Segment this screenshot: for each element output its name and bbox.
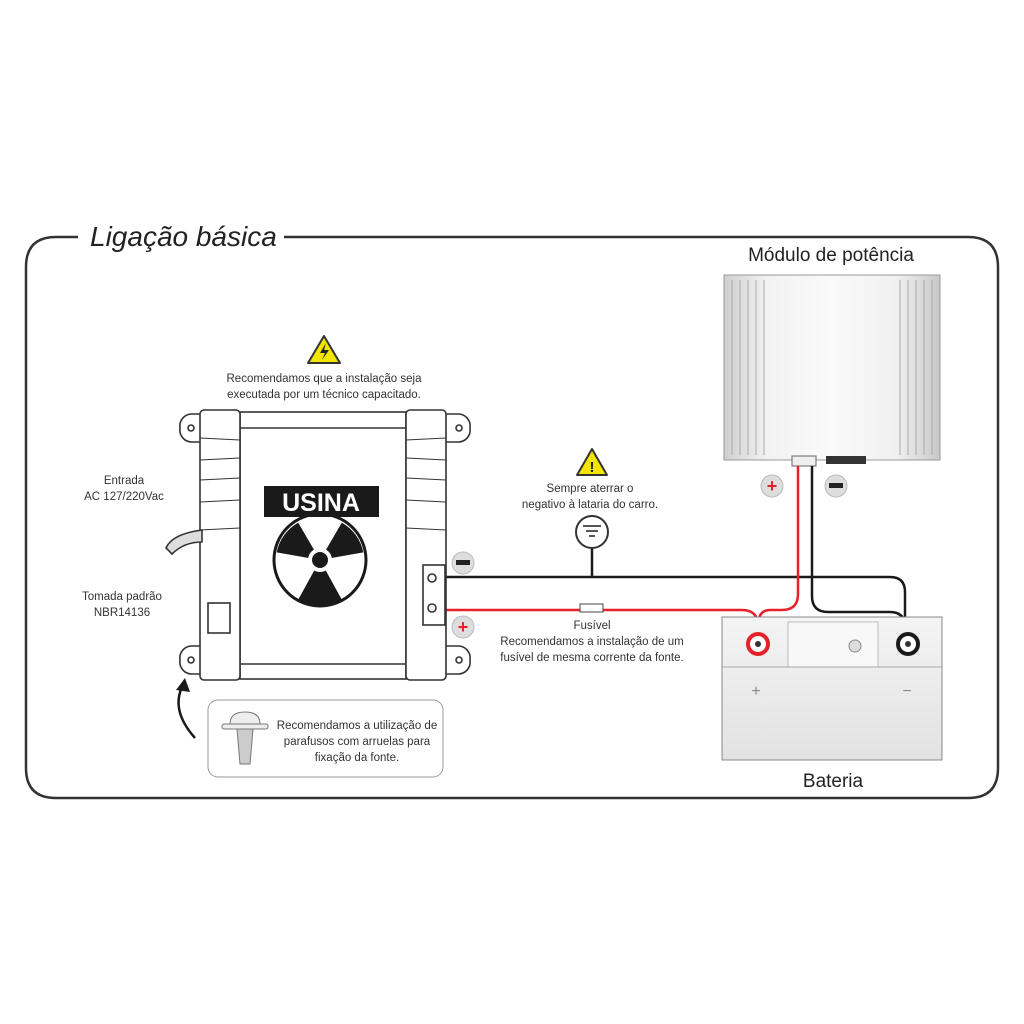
warning-icon: ! (576, 448, 608, 476)
plug-label: NBR14136 (94, 607, 150, 619)
screw-note-line: fixação da fonte. (315, 752, 399, 764)
amp-positive-badge: + (760, 474, 784, 498)
battery-minus-mark: − (902, 683, 911, 700)
battery (721, 616, 943, 761)
power-supply (165, 409, 471, 681)
amplifier-label: Módulo de potência (748, 245, 914, 266)
amp-negative-badge (824, 474, 848, 498)
screw-note-line: Recomendamos a utilização de (277, 720, 437, 732)
amp-negative-wire (810, 466, 907, 640)
svg-text:+: + (767, 476, 778, 496)
svg-text:+: + (458, 617, 469, 637)
install-warning-line: executada por um técnico capacitado. (227, 389, 421, 401)
screw-icon (221, 711, 269, 765)
input-label: Entrada (104, 475, 145, 487)
ground-icon (575, 515, 609, 549)
install-warning-line: Recomendamos que a instalação seja (227, 373, 423, 385)
fuse-label: Fusível (573, 620, 610, 632)
battery-plus-mark: + (751, 683, 760, 700)
negative-wire (445, 575, 907, 640)
arrow-icon (177, 684, 196, 739)
screw-note-box (207, 699, 444, 778)
warning-electric-icon (307, 335, 341, 364)
brand-text: USINA (282, 489, 360, 517)
fuse-note-line: Recomendamos a instalação de um (500, 636, 683, 648)
ground-note-line: negativo à lataria do carro. (522, 499, 658, 511)
battery-label: Bateria (803, 771, 864, 792)
ps-positive-badge: + (451, 615, 475, 639)
screw-note-line: parafusos com arruelas para (284, 736, 431, 748)
radiation-icon (272, 512, 368, 608)
svg-text:!: ! (590, 459, 595, 476)
brand-logo: USINA (264, 486, 379, 517)
fuse-note-line: fusível de mesma corrente da fonte. (500, 652, 683, 664)
fuse (579, 603, 604, 613)
ground-note-line: Sempre aterrar o (547, 483, 634, 495)
amplifier-module (723, 274, 941, 467)
input-label: AC 127/220Vac (84, 491, 164, 503)
ps-negative-badge (451, 551, 475, 575)
diagram-frame (24, 235, 1000, 800)
plug-label: Tomada padrão (82, 591, 162, 603)
diagram-title: Ligação básica (90, 221, 277, 252)
